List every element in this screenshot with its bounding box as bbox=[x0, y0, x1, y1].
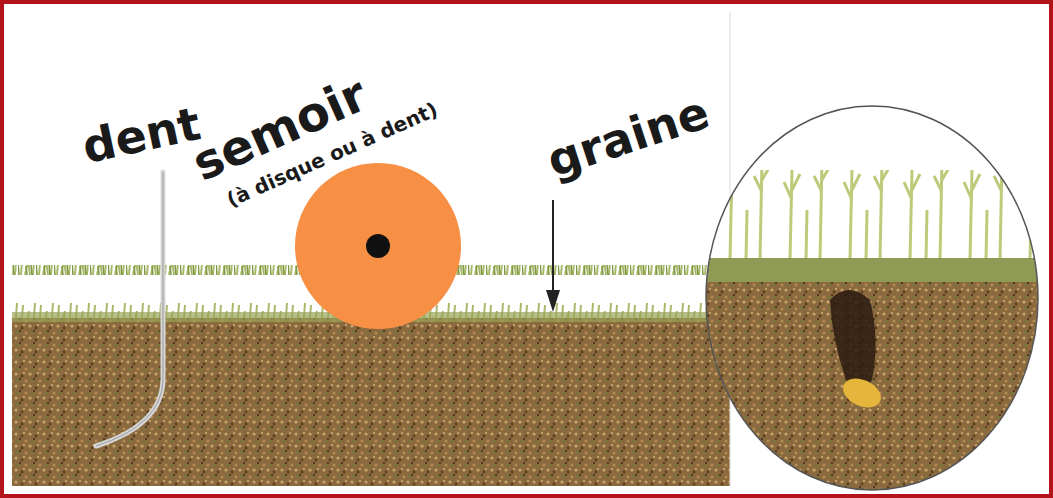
seeding-illustration bbox=[0, 0, 1053, 498]
diagram-stage: dentsemoir(à disque ou à dent)graine bbox=[0, 0, 1053, 498]
